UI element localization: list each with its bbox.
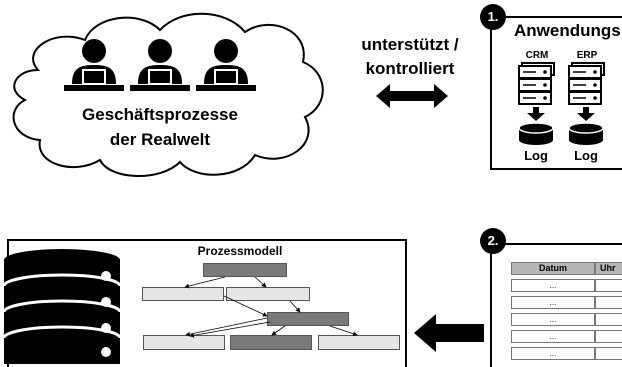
down-arrow-icon <box>527 107 545 121</box>
application-systems-title: Anwendungs <box>514 21 621 40</box>
database-icon <box>568 122 604 145</box>
table-cell <box>595 313 622 326</box>
process-model-title: Prozessmodell <box>197 244 283 258</box>
step-2-badge: 2. <box>480 228 506 254</box>
activity-box <box>143 335 225 350</box>
table-cell: ... <box>511 347 595 360</box>
table-cell: ... <box>511 330 595 343</box>
left-arrow-icon <box>414 314 484 352</box>
activity-box <box>203 263 287 277</box>
server-icon <box>568 62 605 105</box>
relation-label-line1: unterstützt / <box>361 35 459 54</box>
activity-box <box>230 335 312 350</box>
table-header-datum: Datum <box>511 262 595 275</box>
activity-box <box>318 335 400 350</box>
server-icon <box>518 62 555 105</box>
crm-log-label: Log <box>524 148 548 163</box>
database-icon <box>518 122 554 145</box>
person-at-desk-icon <box>196 39 256 91</box>
person-at-desk-icon <box>130 39 190 91</box>
table-header-uhr: Uhr <box>595 262 622 275</box>
relation-label-line2: kontrolliert <box>365 59 455 78</box>
table-cell <box>595 279 622 292</box>
cloud-label-line2: der Realwelt <box>109 130 211 149</box>
table-cell <box>595 296 622 309</box>
erp-label: ERP <box>576 50 598 61</box>
down-arrow-icon <box>577 107 595 121</box>
crm-label: CRM <box>525 50 549 61</box>
database-icon <box>2 249 122 364</box>
double-arrow-icon <box>376 84 448 108</box>
cloud-label-line1: Geschäftsprozesse <box>82 105 238 124</box>
erp-log-label: Log <box>574 148 598 163</box>
table-cell <box>595 347 622 360</box>
activity-box <box>267 312 349 326</box>
activity-box <box>142 287 224 301</box>
table-cell <box>595 330 622 343</box>
table-cell: ... <box>511 313 595 326</box>
table-cell: ... <box>511 279 595 292</box>
person-at-desk-icon <box>64 39 124 91</box>
activity-box <box>226 287 310 301</box>
step-1-badge: 1. <box>480 4 506 30</box>
table-cell: ... <box>511 296 595 309</box>
